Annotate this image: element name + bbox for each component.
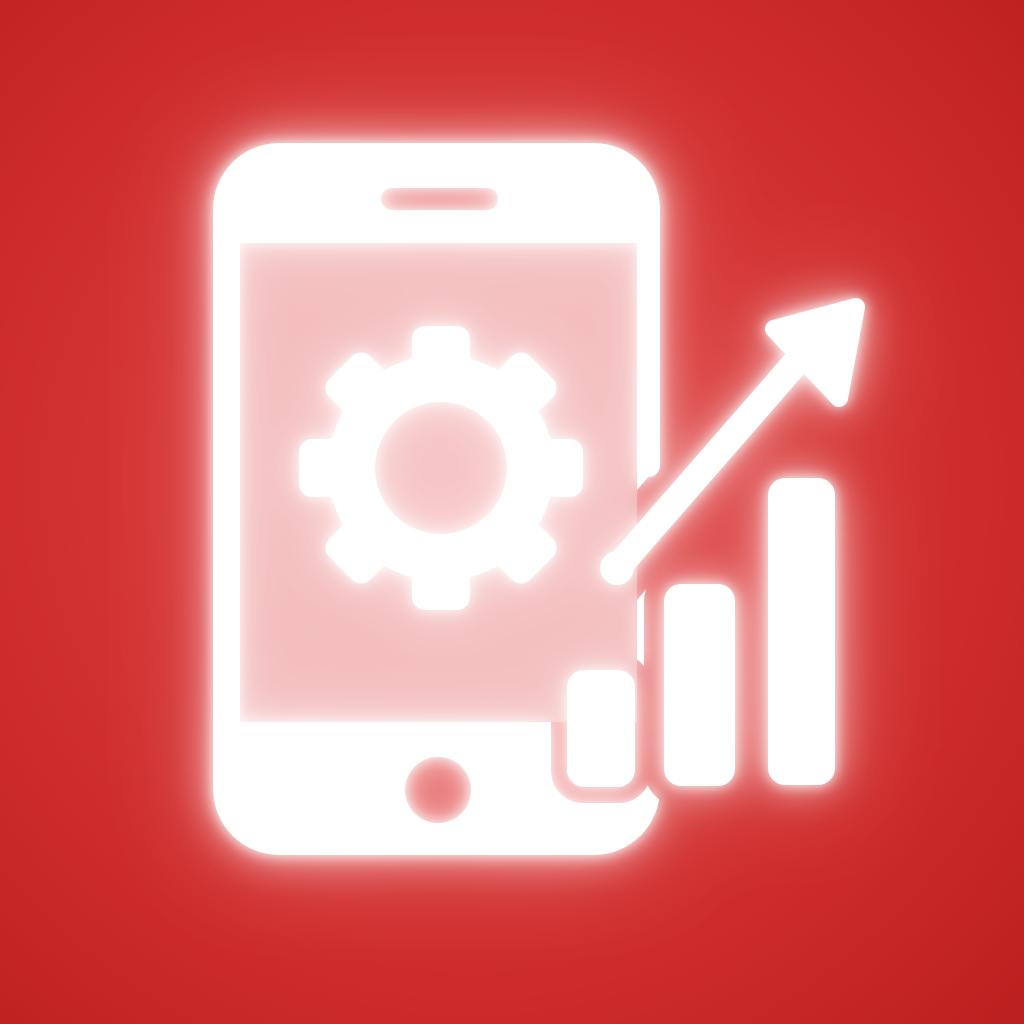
bar-chart-icon [567, 478, 835, 787]
gear-icon [285, 312, 597, 624]
growth-arrow-icon [600, 298, 865, 585]
bar-small [567, 670, 635, 787]
bar-tall [768, 478, 835, 785]
bar-medium [664, 584, 735, 786]
